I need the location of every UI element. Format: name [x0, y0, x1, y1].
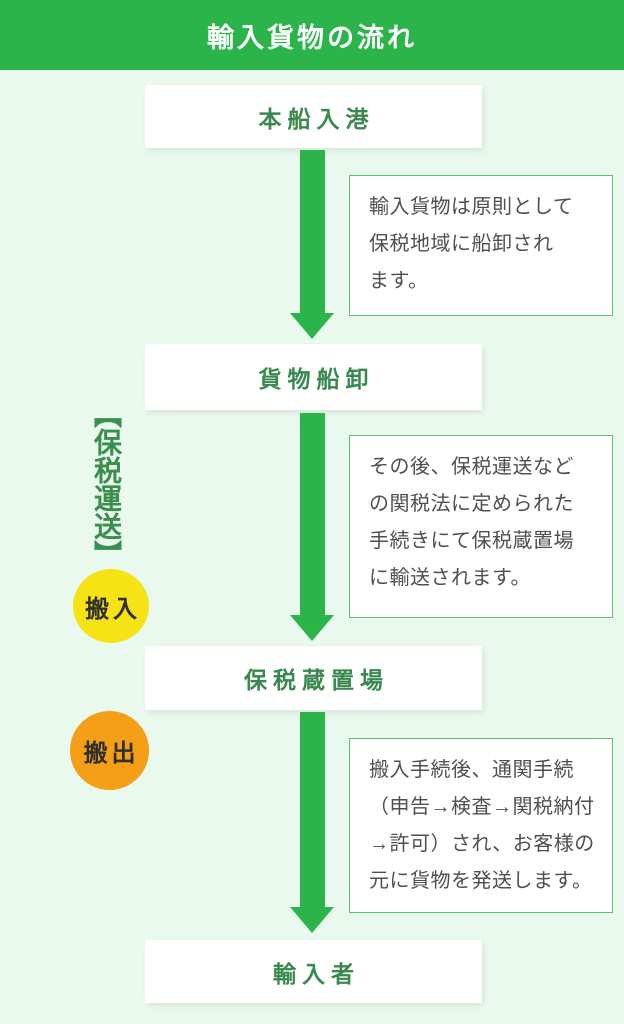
badge-carry-out-label: 搬出: [83, 740, 140, 767]
note-bonded-transport: その後、保税運送など の関税法に定められた 手続きにて保税蔵置場 に輸送されます…: [349, 435, 613, 618]
flow-step-label: 保税蔵置場: [244, 667, 389, 693]
badge-carry-in: 搬入: [73, 569, 149, 643]
flow-step-vessel-arrival: 本船入港: [145, 85, 482, 148]
note-line: その後、保税運送など: [369, 456, 574, 478]
flow-arrow-3: [290, 712, 334, 933]
badge-carry-in-label: 搬入: [85, 595, 141, 623]
badge-carry-out: 搬出: [70, 711, 149, 790]
note-line: 保税地域に船卸され: [369, 233, 554, 255]
note-line: （申告→検査→関税納付: [369, 796, 595, 818]
note-line: の関税法に定められた: [369, 493, 574, 515]
arrow-head-icon: [290, 615, 334, 641]
note-line: 元に貨物を発送します。: [369, 870, 593, 892]
note-line: に輸送されます。: [369, 567, 531, 589]
arrow-head-icon: [290, 313, 334, 339]
flow-step-bonded-warehouse: 保税蔵置場: [145, 646, 482, 710]
flow-step-label: 輸入者: [273, 960, 360, 987]
arrow-stem: [299, 712, 325, 907]
note-line: 手続きにて保税蔵置場: [369, 530, 574, 552]
page-title: 輸入貨物の流れ: [207, 22, 417, 53]
flow-step-importer: 輸入者: [145, 940, 482, 1003]
note-unloading: 輸入貨物は原則として 保税地域に船卸され ます。: [349, 175, 613, 316]
arrow-head-icon: [290, 907, 334, 933]
note-line: 輸入貨物は原則として: [369, 196, 574, 218]
arrow-stem: [299, 150, 325, 313]
header-bar: 輸入貨物の流れ: [0, 0, 624, 70]
flow-step-label: 本船入港: [258, 105, 375, 132]
note-line: ます。: [369, 270, 429, 292]
flow-step-label: 貨物船卸: [258, 366, 375, 392]
flow-step-cargo-unloading: 貨物船卸: [145, 344, 482, 410]
note-line: 搬入手続後、通関手続: [369, 759, 574, 781]
flow-arrow-1: [290, 150, 334, 339]
side-label-bonded-transport: 【保税運送】: [91, 400, 122, 568]
arrow-stem: [299, 413, 325, 615]
flow-arrow-2: [290, 413, 334, 641]
note-customs-clearance: 搬入手続後、通関手続 （申告→検査→関税納付 →許可）され、お客様の 元に貨物を…: [349, 738, 613, 913]
note-line: →許可）され、お客様の: [369, 833, 595, 855]
